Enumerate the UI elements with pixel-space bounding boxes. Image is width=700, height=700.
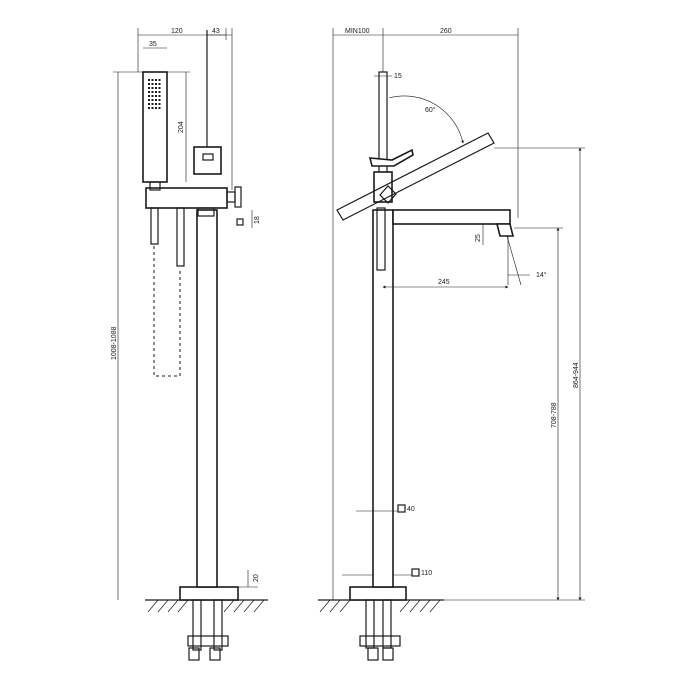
spout-reach-label: 260 [440,28,452,35]
hose-sleeve-side [376,207,386,271]
diverter-knob [234,186,242,208]
base-plate-side [349,586,407,601]
total-height-label: 1008-1088 [111,326,118,360]
side-view: 60° MIN100 260 15 25 14° 245 864-944 708… [318,28,585,661]
spout-outlet [495,223,515,237]
mounting-bracket-side [359,635,401,647]
handle-width-label: 15 [394,73,402,80]
spout-projection-label: 245 [438,279,450,286]
spout-offset-label: 25 [475,234,482,242]
min-wall-label: MIN100 [345,28,370,35]
mixer-lever-side [368,148,414,167]
hose-sleeve-right [176,207,185,267]
dim-18-label: 18 [254,216,261,224]
mixer-lever-front [202,153,214,161]
supply-pipe-right [213,599,223,651]
spray-angle-label: 14° [536,271,547,279]
lever-rotated-outline [336,132,495,221]
dim-35-label: 35 [149,41,157,48]
floor-hatch-side [319,599,441,613]
lever-pivot [379,185,397,204]
spray-nozzle-grid [148,79,161,109]
dim-43-label: 43 [212,28,220,35]
base-section-label: 110 [421,570,432,577]
outlet-nozzle-front [197,207,215,217]
dim-120-label: 120 [171,28,183,35]
pipe-nut-side-b [382,647,394,661]
section-square-40 [397,504,406,513]
hose-sleeve-left [150,207,159,245]
pipe-nut-right [209,647,221,661]
floor-hatch-front [147,599,265,613]
lever-angle-label: 60° [425,106,436,114]
dim-20-label: 20 [253,574,260,582]
spout-side [392,209,511,225]
handshower-holder-bar [145,187,228,209]
mounting-bracket [187,635,229,647]
lever-angle-arc [388,95,464,144]
hand-shower-front [142,71,168,183]
section-square-18 [236,218,244,226]
front-view: 120 43 35 204 1008-1088 18 20 [111,28,268,661]
base-plate-front [179,586,239,601]
dim-204-label: 204 [178,121,185,133]
section-square-110 [411,568,420,577]
column-side [372,209,394,588]
column-section-label: 40 [407,506,415,513]
pipe-nut-side-a [367,647,379,661]
supply-pipe-left [192,599,202,651]
hose-dashed-path [153,246,181,377]
supply-pipe-side-a [365,599,375,649]
pipe-nut-left [188,647,200,661]
supply-pipe-side-b [382,599,392,649]
diverter-knob-stem [226,191,236,203]
outlet-height-label: 708-788 [551,402,558,428]
spray-line [506,235,522,286]
hand-shower-connector [149,181,161,191]
spout-height-label: 864-944 [573,362,580,388]
column-front [196,209,218,588]
